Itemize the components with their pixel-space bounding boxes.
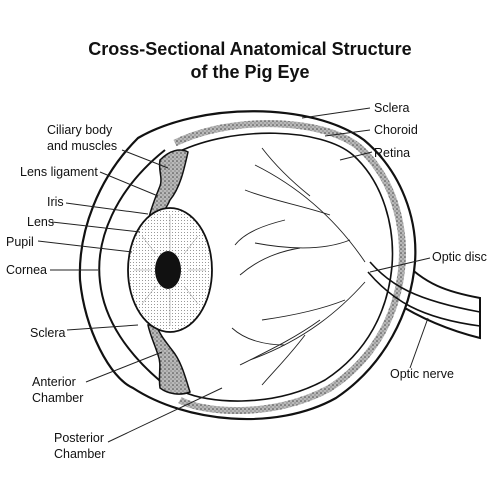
pupil (155, 251, 181, 289)
label-lens-ligament: Lens ligament (20, 165, 98, 179)
label-retina: Retina (374, 146, 410, 160)
ciliary-body-lower (147, 324, 191, 395)
label-anterior-line-2: Chamber (32, 391, 83, 405)
leader-lines (37, 107, 431, 443)
label-posterior-line-1: Posterior (54, 431, 104, 445)
optic-nerve-inner-2 (367, 271, 481, 327)
lens-texture (134, 215, 206, 326)
label-choroid: Choroid (374, 123, 418, 137)
cornea (98, 149, 166, 386)
label-cornea: Cornea (6, 263, 47, 277)
label-lens: Lens (27, 215, 54, 229)
label-ciliary-line-1: Ciliary body (47, 123, 113, 137)
retina-line (177, 132, 394, 402)
label-posterior-line-2: Chamber (54, 447, 105, 461)
label-anterior-line-1: Anterior (32, 375, 76, 389)
label-iris: Iris (47, 195, 64, 209)
retinal-vessels (231, 147, 366, 386)
diagram-title: Cross-Sectional Anatomical Structure of … (0, 38, 500, 84)
optic-nerve-inner (369, 261, 481, 313)
optic-nerve-outer (394, 257, 481, 340)
label-optic-nerve: Optic nerve (390, 367, 454, 381)
label-sclera-right: Sclera (374, 101, 409, 115)
label-optic-disc: Optic disc (432, 250, 487, 264)
label-sclera-left: Sclera (30, 326, 65, 340)
label-ciliary-line-2: and muscles (47, 139, 117, 153)
title-line-1: Cross-Sectional Anatomical Structure (88, 39, 412, 59)
title-line-2: of the Pig Eye (190, 62, 310, 82)
label-pupil: Pupil (6, 235, 34, 249)
